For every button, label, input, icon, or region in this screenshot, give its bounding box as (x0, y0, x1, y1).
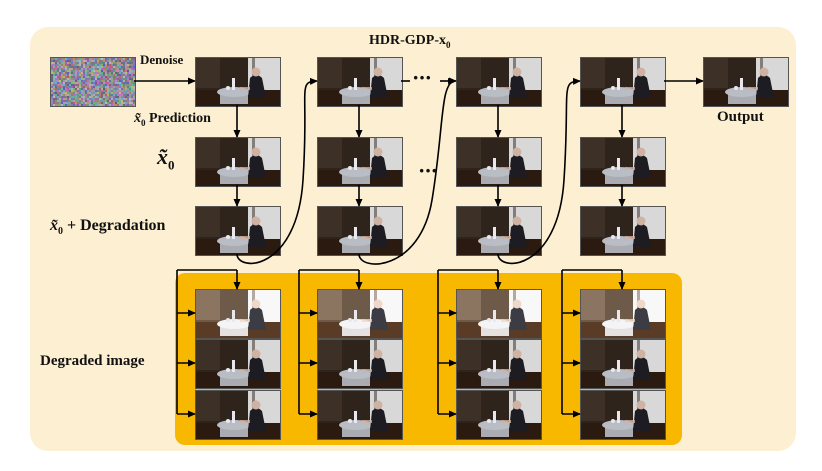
denoised-image-step-4 (580, 57, 666, 107)
degraded-image-4-3 (580, 390, 666, 440)
degraded-image-4-1 (580, 289, 666, 339)
degraded-image-2-2 (317, 339, 403, 389)
degraded-panel (175, 273, 682, 445)
diagram-title: HDR-GDP-x0 (369, 33, 451, 50)
x0-degradation-image-step-2 (317, 206, 403, 256)
denoise-label: Denoise (140, 52, 184, 67)
x0-prediction-image-step-1 (195, 137, 281, 187)
output-image (703, 57, 789, 107)
noise-image (50, 57, 136, 107)
denoised-image-step-1 (195, 57, 281, 107)
ellipsis-top: ··· (412, 65, 432, 90)
x0-degradation-image-step-4 (580, 206, 666, 256)
x0-degradation-image-step-3 (456, 206, 542, 256)
denoised-image-step-3 (456, 57, 542, 107)
x0-label: x̃0 (157, 144, 175, 173)
degraded-image-3-2 (456, 339, 542, 389)
x0-prediction-image-step-2 (317, 137, 403, 187)
x0-prediction-image-step-3 (456, 137, 542, 187)
output-label: Output (717, 109, 764, 125)
degraded-image-1-1 (195, 289, 281, 339)
degraded-image-2-1 (317, 289, 403, 339)
degraded-image-1-3 (195, 390, 281, 440)
degraded-image-1-2 (195, 339, 281, 389)
x0-degradation-image-step-1 (195, 206, 281, 256)
degraded-image-2-3 (317, 390, 403, 440)
x0-prediction-label: x̃0 Prediction (134, 111, 211, 128)
x0-prediction-image-step-4 (580, 137, 666, 187)
denoised-image-step-2 (317, 57, 403, 107)
x0-degradation-label: x̃0 + Degradation (50, 217, 166, 238)
degraded-image-3-3 (456, 390, 542, 440)
degraded-image-label: Degraded image (40, 353, 145, 369)
ellipsis-mid: ··· (418, 158, 438, 183)
degraded-image-4-2 (580, 339, 666, 389)
degraded-image-3-1 (456, 289, 542, 339)
